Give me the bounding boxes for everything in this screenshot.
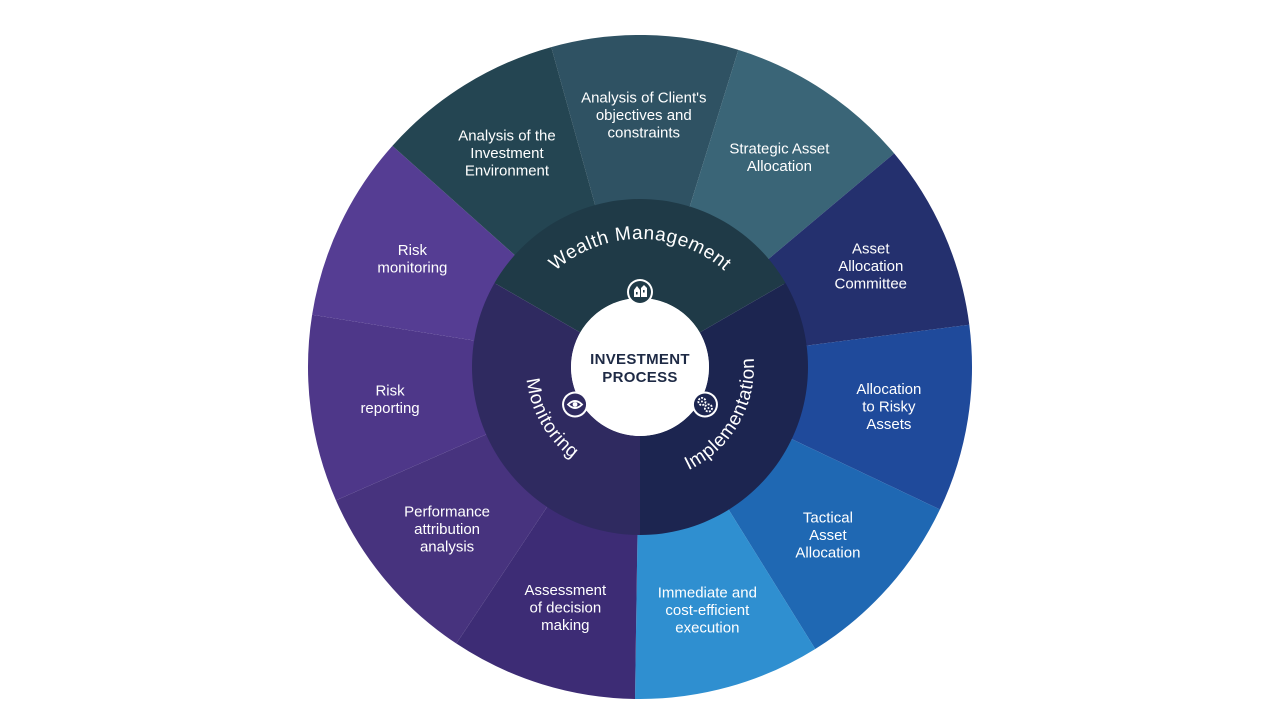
segment-label-line: Risk — [398, 242, 428, 259]
segment-label-line: Allocation — [838, 258, 903, 275]
segment-label-line: to Risky — [862, 399, 916, 416]
segment-shape — [308, 314, 488, 501]
segment-shape — [312, 145, 517, 341]
section-monitoring-shape — [471, 283, 640, 535]
segment-shape — [727, 438, 940, 649]
segment-label-line: Tactical — [803, 509, 853, 526]
segment-label-line: making — [541, 617, 589, 634]
segment-label-line: reporting — [360, 400, 419, 417]
segment-shape — [335, 433, 549, 644]
segment-label-line: Risk — [375, 382, 405, 399]
segment-label-line: of decision — [530, 600, 602, 617]
segment-label-line: Assessment — [525, 582, 608, 599]
segment-shape — [789, 324, 972, 510]
segment-label-line: objectives and — [596, 107, 692, 124]
segment-shape — [767, 153, 970, 346]
segment-label-line: Allocation — [795, 544, 860, 561]
segment-label-line: Environment — [465, 162, 550, 179]
building-icon — [627, 279, 653, 305]
segment-label-line: analysis — [420, 539, 474, 556]
gears-icon — [691, 391, 718, 418]
segment-shape — [392, 47, 596, 257]
middle-ring: Wealth ManagementImplementationMonitorin… — [471, 199, 808, 535]
section-wealth-shape — [494, 199, 786, 333]
segment-label-line: attribution — [414, 521, 480, 538]
center-circle — [571, 298, 709, 436]
segment-label-line: Allocation — [856, 381, 921, 398]
segment-label-line: Assets — [866, 416, 911, 433]
section-wealth: Wealth Management — [494, 199, 786, 333]
center-title-line2: PROCESS — [602, 369, 677, 386]
center-title-line1: INVESTMENT — [590, 351, 690, 368]
segment-shape — [456, 505, 638, 699]
center-hub: INVESTMENT PROCESS — [571, 298, 709, 436]
segment-label-line: Committee — [835, 275, 908, 292]
segment-label-line: Strategic Asset — [729, 140, 830, 157]
section-implementation-shape — [640, 283, 808, 535]
segment-label-line: Immediate and — [658, 584, 757, 601]
segment-label-line: cost-efficient — [665, 602, 750, 619]
segment-label-line: monitoring — [377, 260, 447, 277]
segment-label-line: Analysis of the — [458, 127, 556, 144]
segment-label-line: Asset — [852, 240, 890, 257]
segment-label-line: execution — [675, 619, 739, 636]
segment-label-line: Asset — [809, 527, 847, 544]
eye-icon — [562, 391, 589, 418]
segment-label-line: Investment — [470, 145, 544, 162]
segment-label-line: Analysis of Client's — [581, 90, 706, 107]
segment-label-line: Performance — [404, 504, 490, 521]
segment-label-line: constraints — [608, 125, 681, 142]
segment-label-line: Allocation — [747, 158, 812, 175]
segment-shape — [634, 507, 816, 699]
segment-shape — [551, 35, 739, 209]
section-monitoring: Monitoring — [471, 283, 640, 535]
section-icons — [562, 279, 718, 418]
segment-shape — [689, 49, 895, 261]
